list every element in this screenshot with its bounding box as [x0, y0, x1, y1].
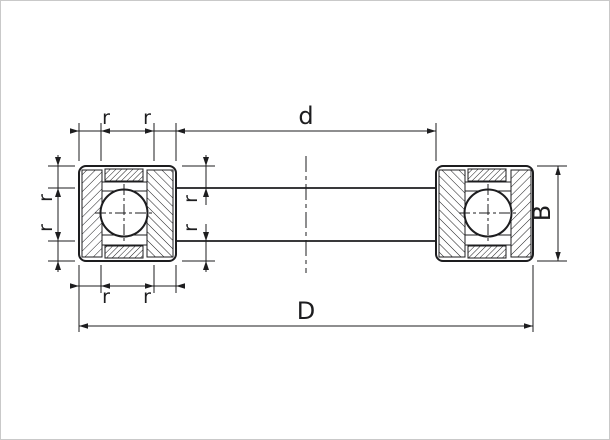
dim-label-r-bore-top: r [180, 195, 202, 203]
bearing-section-right [435, 165, 534, 262]
dimension-bore-chamfer: r r [180, 155, 215, 272]
dim-label-r-left-bottom: r [35, 224, 57, 232]
dim-label-r-bottom-inner: r [143, 286, 151, 308]
seal-bottom-left [104, 245, 144, 259]
dimension-top: r r d [70, 102, 437, 161]
dim-label-r-top-inner: r [143, 107, 151, 129]
dimension-left: r r [35, 155, 75, 272]
bearing-section-left [78, 165, 177, 262]
dim-label-width: B [528, 205, 556, 221]
dimension-width: B [528, 165, 567, 262]
seal-top-right [467, 168, 507, 182]
dimension-bottom: r r D [70, 265, 534, 332]
dim-label-outer-diameter: D [297, 297, 315, 325]
dim-label-r-bottom-outer: r [102, 286, 110, 308]
dim-label-bore-diameter: d [298, 102, 313, 130]
seal-top-left [104, 168, 144, 182]
dim-label-r-bore-bottom: r [180, 224, 202, 232]
dim-label-r-left-top: r [35, 194, 57, 202]
seal-bottom-right [467, 245, 507, 259]
dim-label-r-top-outer: r [102, 107, 110, 129]
